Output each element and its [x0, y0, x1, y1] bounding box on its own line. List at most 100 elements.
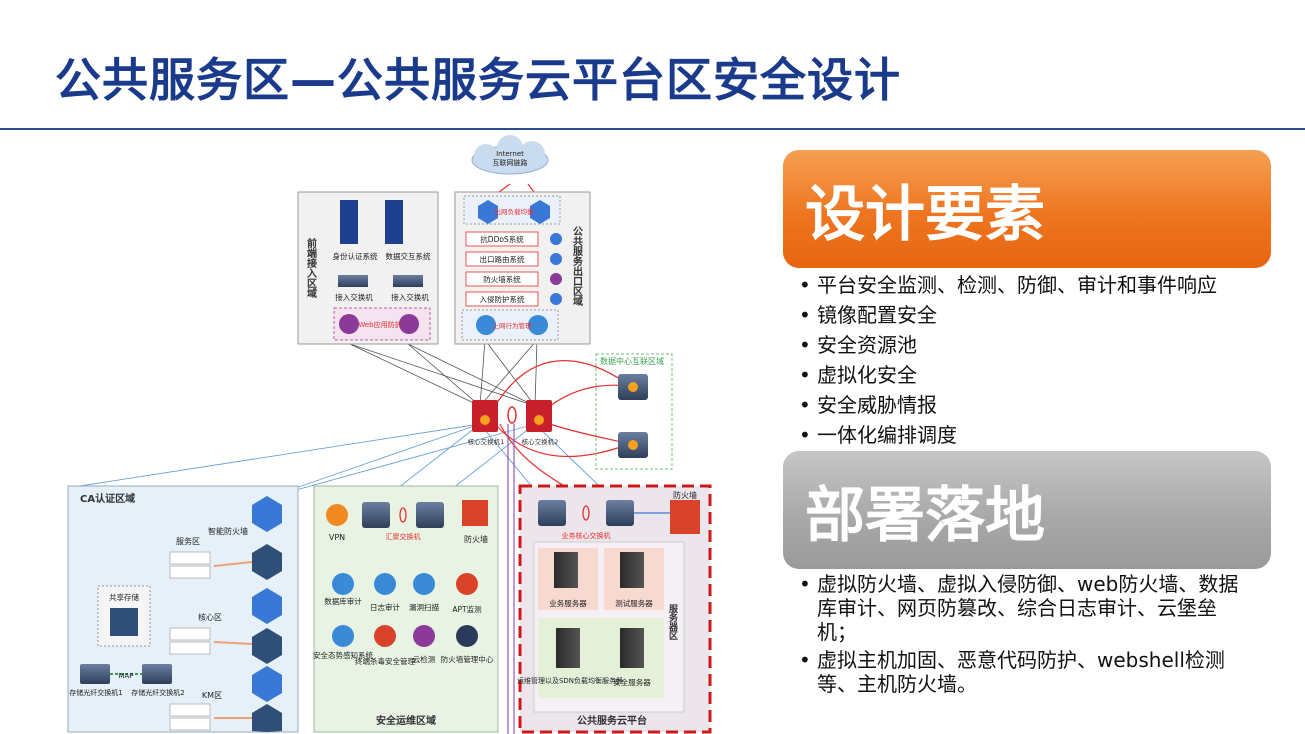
- ca-switch-icon: [252, 544, 282, 580]
- list-item: 安全资源池: [785, 330, 1255, 360]
- load-balancer-icon: [478, 200, 498, 224]
- server-icon: [169, 703, 211, 717]
- cloud-detect-icon: [413, 625, 435, 647]
- server-icon: [554, 552, 578, 588]
- cloud-srv-label: 服务器区: [667, 604, 679, 640]
- ddos-icon: [550, 233, 562, 245]
- ca-map-label: MAP: [118, 672, 133, 680]
- internet-link-label: 互联网链路: [493, 158, 528, 167]
- agg-switch-icon: [416, 502, 444, 528]
- auth-server-icon: [340, 200, 358, 244]
- front-switch1-label: 接入交换机: [335, 292, 373, 302]
- exit-zone-label: 公共服务出口区域: [571, 226, 583, 307]
- page-title: 公共服务区—公共服务云平台区安全设计: [55, 53, 901, 107]
- ca-zone-label: CA认证区域: [80, 492, 135, 505]
- ops-db-label: 数据库审计: [324, 596, 362, 606]
- uplink-lines: [349, 339, 538, 407]
- situation-icon: [332, 625, 354, 647]
- server-icon: [620, 552, 644, 588]
- exchange-server-icon: [385, 200, 403, 244]
- fiber-switch-icon: [142, 664, 172, 684]
- ca-zone: CA认证区域 智能防火墙 服务区 核心区 KM区 共享存储 MAP 存储光纤交换…: [67, 485, 299, 733]
- front-waf-label: Web应用防护: [358, 320, 401, 329]
- ca-switch-icon: [252, 704, 282, 732]
- core2-label: 核心交换机2: [522, 437, 559, 446]
- ops-cloud-label: 云检测: [413, 654, 436, 664]
- firewall-icon: [462, 500, 488, 526]
- behavior-icon: [528, 315, 548, 335]
- list-item: 一体化编排调度: [785, 420, 1255, 450]
- internet-cloud: Internet 互联网链路: [471, 135, 549, 175]
- exit-ips-label: 入侵防护系统: [480, 294, 525, 304]
- server-icon: [169, 627, 211, 641]
- list-item: 平台安全监测、检测、防御、审计和事件响应: [785, 270, 1255, 300]
- ca-fiber2-label: 存储光纤交换机2: [131, 688, 184, 697]
- server-icon: [620, 628, 644, 668]
- internet-label: Internet: [496, 150, 524, 158]
- access-switch-icon: [393, 275, 423, 287]
- ca-service-label: 服务区: [176, 536, 200, 546]
- ca-fw-icon: [252, 666, 282, 702]
- server-icon: [169, 551, 211, 565]
- load-balancer-icon: [530, 200, 550, 224]
- exit-router-label: 出口路由系统: [480, 254, 525, 264]
- exit-lb-label: 出网负载均衡: [495, 207, 535, 216]
- db-audit-icon: [332, 573, 354, 595]
- ips-icon: [550, 293, 562, 305]
- purple-lines: [507, 424, 515, 734]
- server-icon: [556, 628, 580, 668]
- firewall-icon: [550, 273, 562, 285]
- agg-switch-icon: [362, 502, 390, 528]
- biz-switch-icon: [606, 500, 634, 526]
- ops-zone: VPN 汇聚交换机 防火墙 数据库审计 日志审计 漏洞扫描 APT监测 安全态势…: [313, 485, 499, 733]
- ca-switch-icon: [252, 628, 282, 664]
- smart-fw-icon: [252, 496, 282, 532]
- cloud-sec-label: 安全服务器: [613, 677, 651, 687]
- vuln-scan-icon: [413, 573, 435, 595]
- cloud-ops-label: 运维管理以及SDN负载均衡服务器: [517, 676, 623, 685]
- exit-fw-label: 防火墙系统: [483, 274, 521, 284]
- vpn-icon: [326, 504, 348, 526]
- ca-fw-icon: [252, 588, 282, 624]
- ops-zone-label: 安全运维区域: [376, 714, 436, 727]
- behavior-icon: [476, 315, 496, 335]
- exit-ddos-label: 抗DDoS系统: [480, 234, 524, 244]
- waf-icon: [339, 314, 359, 334]
- biz-switch-icon: [538, 500, 566, 526]
- network-diagram: Internet 互联网链路 前端接入区域 身份认证系统 数据交互系统 接入交换…: [67, 135, 712, 734]
- list-item: 虚拟防火墙、虚拟入侵防御、web防火墙、数据库审计、网页防篡改、综合日志审计、云…: [785, 572, 1255, 644]
- storage-icon: [110, 608, 138, 636]
- front-switch2-label: 接入交换机: [391, 292, 429, 302]
- dc-interconnect-zone: 数据中心互联区域: [595, 353, 673, 470]
- ops-apt-label: APT监测: [452, 604, 481, 614]
- ca-km-label: KM区: [202, 691, 222, 700]
- fw-mgr-icon: [456, 625, 478, 647]
- ops-av-label: 终端杀毒安全管理: [355, 656, 415, 666]
- ops-vpn-label: VPN: [329, 533, 345, 542]
- exit-behavior-label: 上网行为管理: [493, 321, 533, 330]
- front-access-zone: 前端接入区域 身份认证系统 数据交互系统 接入交换机 接入交换机 Web应用防护: [297, 191, 439, 345]
- ops-scan-label: 漏洞扫描: [409, 602, 439, 612]
- list-item: 镜像配置安全: [785, 300, 1255, 330]
- ca-core-label: 核心区: [198, 612, 222, 622]
- ops-log-label: 日志审计: [370, 602, 400, 612]
- list-item: 安全威胁情报: [785, 390, 1255, 420]
- front-zone-label: 前端接入区域: [305, 237, 317, 299]
- ops-situ-label: 安全态势感知系统: [313, 650, 373, 660]
- dc-zone-label: 数据中心互联区域: [600, 356, 664, 366]
- ca-fiber1-label: 存储光纤交换机1: [69, 688, 122, 697]
- ops-agg-label: 汇聚交换机: [386, 532, 421, 541]
- firewall-icon: [670, 500, 700, 534]
- ca-storage-label: 共享存储: [109, 592, 139, 602]
- cloud-zone-label: 公共服务云平台: [577, 714, 647, 727]
- ops-fwmgr-label: 防火墙管理中心: [441, 654, 494, 664]
- core-switches: 核心交换机1 核心交换机2: [468, 400, 559, 446]
- deployment-list: 虚拟防火墙、虚拟入侵防御、web防火墙、数据库审计、网页防篡改、综合日志审计、云…: [785, 572, 1255, 700]
- design-elements-list: 平台安全监测、检测、防御、审计和事件响应 镜像配置安全 安全资源池 虚拟化安全 …: [785, 270, 1255, 450]
- cloud-test-label: 测试服务器: [615, 598, 653, 608]
- cloud-biz-label: 业务服务器: [549, 598, 587, 608]
- router-icon: [550, 253, 562, 265]
- list-item: 虚拟主机加固、恶意代码防护、webshell检测等、主机防火墙。: [785, 648, 1255, 696]
- ops-fw-label: 防火墙: [464, 534, 488, 544]
- exit-zone: 公共服务出口区域 出网负载均衡 抗DDoS系统 出口路由系统 防火墙系统 入侵防…: [454, 191, 591, 345]
